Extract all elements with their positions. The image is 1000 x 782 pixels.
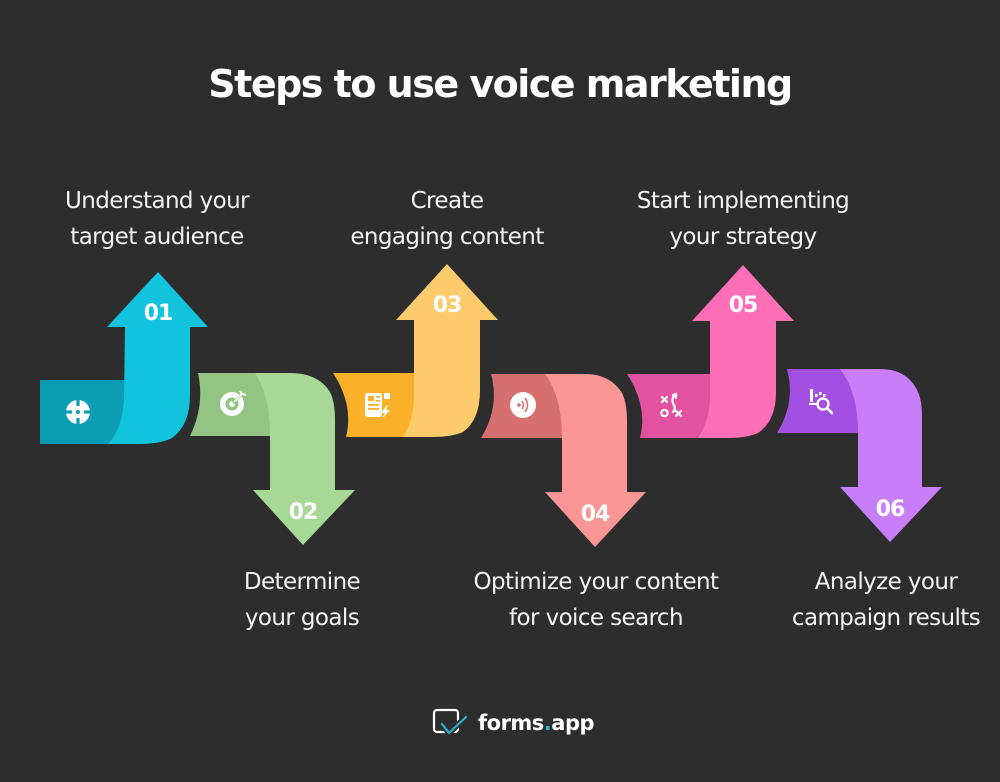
step-2-label: Determine your goals [243,564,361,636]
page-title: Steps to use voice marketing [208,62,793,106]
content-bolt-icon [365,393,390,419]
step-6-arrow: 06 [777,369,942,542]
step-3-arrow: 03 [333,264,498,437]
step-2-number: 02 [289,500,318,525]
step-1-number: 01 [144,301,173,326]
step-1-label-line1: Understand your [65,188,250,214]
step-3-label-line1: Create [410,188,484,214]
strategy-play-icon [660,392,683,418]
step-3-number: 03 [433,293,462,318]
step-6-label: Analyze your campaign results [791,564,981,636]
step-5-label-line1: Start implementing [636,188,850,214]
brand-dot: . [543,711,552,735]
step-3-label-line2: engaging content [350,224,544,250]
step-1-arrow: 01 [40,272,208,444]
footer-brand: forms.app [432,708,595,738]
step-4-number: 04 [581,502,610,527]
step-6-label-line2: campaign results [791,605,981,631]
step-5-number: 05 [729,293,758,318]
step-2-arrow: 02 [190,373,355,545]
brand-name-text: forms [478,711,544,735]
target-arrow-icon [220,390,247,416]
chart-search-icon [809,389,834,415]
step-5-arrow: 05 [627,265,794,438]
step-4-label: Optimize your content for voice search [473,564,720,636]
crosshair-icon [65,399,91,425]
step-4-label-line2: for voice search [509,605,684,631]
step-4-label-line1: Optimize your content [473,569,720,595]
forms-app-logo-icon [432,708,469,736]
step-2-label-line1: Determine [243,569,361,595]
step-5-label: Start implementing your strategy [636,183,850,255]
voice-signal-icon [510,392,536,418]
step-4-arrow: 04 [481,374,646,547]
brand-name: forms.app [478,711,595,735]
step-6-number: 06 [876,497,905,522]
step-6-label-line1: Analyze your [814,569,958,595]
step-1-label: Understand your target audience [65,183,250,255]
step-5-label-line2: your strategy [669,224,817,250]
step-1-label-line2: target audience [70,224,244,250]
step-3-label: Create engaging content [350,183,544,255]
brand-tld: app [551,711,595,735]
step-2-label-line2: your goals [244,605,360,631]
